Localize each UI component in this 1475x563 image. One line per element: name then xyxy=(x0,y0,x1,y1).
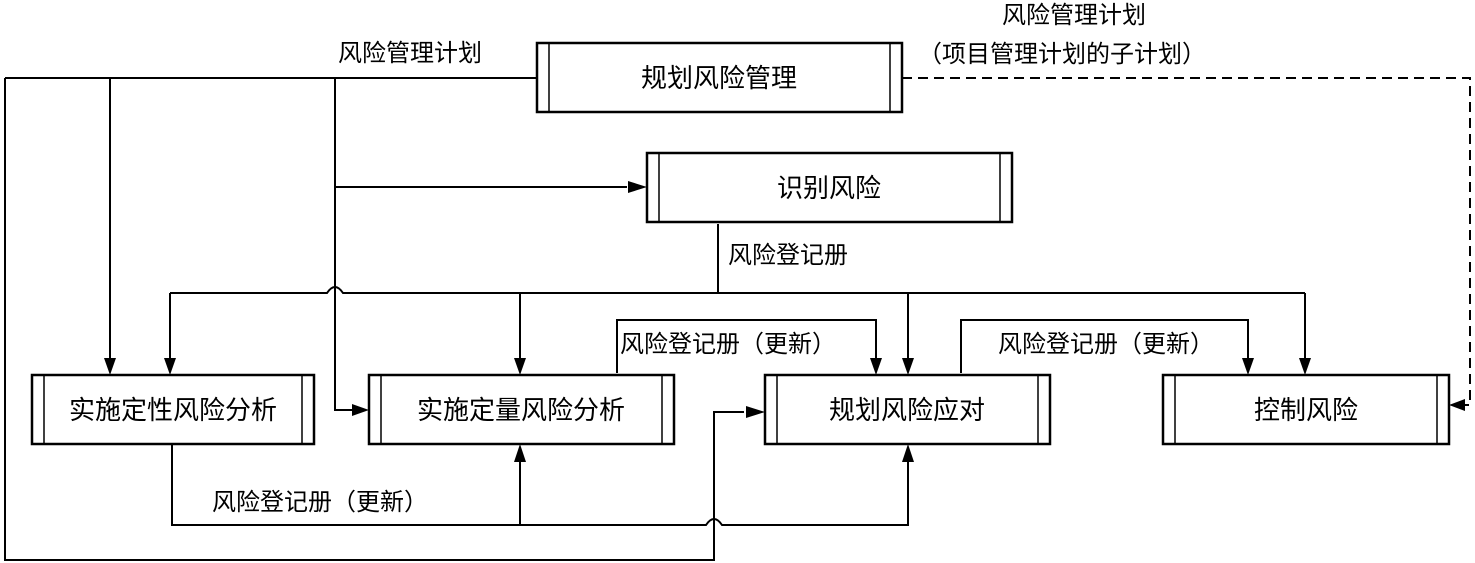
process-label: 实施定量风险分析 xyxy=(417,396,625,426)
label-risk-management-plan: 风险管理计划 xyxy=(338,39,482,67)
arrowhead xyxy=(1242,358,1254,375)
process-label: 识别风险 xyxy=(777,174,881,204)
label-subsidiary-plan: （项目管理计划的子计划） xyxy=(918,40,1206,68)
risk-register-update-bottom-lines xyxy=(171,445,909,526)
label-risk-register-update: 风险登记册（更新） xyxy=(998,330,1214,358)
process-label: 控制风险 xyxy=(1254,396,1358,426)
arrowhead xyxy=(352,404,369,416)
arrowheads xyxy=(104,181,1465,462)
label-risk-register-update: 风险登记册（更新） xyxy=(212,488,428,516)
arrowhead xyxy=(746,406,765,418)
risk-plan-distribution-lines xyxy=(4,77,744,561)
process-label: 实施定性风险分析 xyxy=(69,396,277,426)
label-risk-register-update: 风险登记册（更新） xyxy=(620,330,836,358)
process-identify-risks: 识别风险 xyxy=(645,151,1014,224)
process-label: 规划风险管理 xyxy=(641,64,797,94)
process-plan-risk-management: 规划风险管理 xyxy=(535,41,904,114)
arrowhead xyxy=(870,358,882,375)
process-plan-risk-responses: 规划风险应对 xyxy=(763,373,1052,446)
process-label: 规划风险应对 xyxy=(829,396,985,426)
process-quantitative-risk-analysis: 实施定量风险分析 xyxy=(367,373,676,446)
process-control-risks: 控制风险 xyxy=(1161,373,1451,446)
arrowhead xyxy=(164,358,176,375)
label-risk-management-plan-right: 风险管理计划 xyxy=(1002,1,1146,29)
arrowhead xyxy=(514,444,526,462)
label-risk-register: 风险登记册 xyxy=(728,241,848,269)
arrowhead xyxy=(514,358,526,375)
arrowhead xyxy=(1449,399,1465,411)
process-qualitative-risk-analysis: 实施定性风险分析 xyxy=(30,373,316,446)
risk-register-distribution-lines xyxy=(169,224,1306,360)
arrowhead xyxy=(104,358,116,375)
dashed-subplan-line xyxy=(902,77,1471,406)
arrowhead xyxy=(902,358,914,375)
risk-register-update-lines xyxy=(616,319,1249,373)
arrowhead xyxy=(1299,358,1311,375)
arrowhead xyxy=(902,444,914,462)
arrowhead xyxy=(628,181,647,193)
